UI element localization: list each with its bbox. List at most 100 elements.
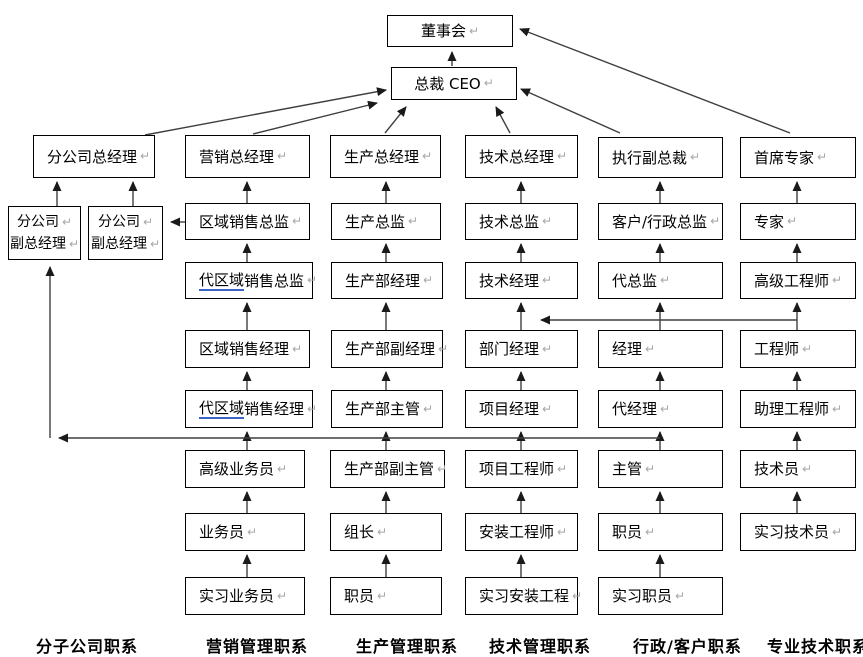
footer-professional-track: 专业技术职系↵ bbox=[767, 637, 863, 656]
return-mark-icon: ↵ bbox=[787, 214, 798, 229]
box-label: 副总经理 bbox=[9, 236, 66, 252]
box-label: 工程师 bbox=[754, 340, 800, 358]
box-installation-engineer: 安装工程师↵ bbox=[465, 513, 578, 551]
box-manager: 经理↵ bbox=[598, 330, 723, 368]
footer-production-track: 生产管理职系 bbox=[356, 637, 459, 656]
box-salesperson: 业务员↵ bbox=[185, 513, 305, 551]
return-mark-icon: ↵ bbox=[832, 273, 843, 288]
box-dept-manager: 部门经理↵ bbox=[465, 330, 578, 368]
footer-branch-track: 分子公司职系 bbox=[36, 637, 139, 656]
box-supervisor: 主管↵ bbox=[598, 450, 723, 488]
return-mark-icon: ↵ bbox=[542, 214, 553, 229]
return-mark-icon: ↵ bbox=[437, 461, 448, 476]
box-acting-manager: 代经理↵ bbox=[598, 390, 723, 428]
box-label: 分公司 bbox=[16, 213, 59, 230]
box-regional-sales-manager: 区域销售经理↵ bbox=[185, 330, 310, 368]
box-label: 主管 bbox=[612, 460, 643, 478]
arrow-production-gm-to-ceo bbox=[384, 106, 407, 134]
box-production-dept-deputy-manager: 生产部副经理↵ bbox=[331, 330, 448, 368]
box-label: 营销总经理 bbox=[199, 147, 275, 166]
box-project-manager: 项目经理↵ bbox=[465, 390, 578, 428]
return-mark-icon: ↵ bbox=[292, 214, 303, 229]
return-mark-icon: ↵ bbox=[645, 524, 656, 539]
box-acting-regional-sales-director: 代区域销售总监↵ bbox=[185, 262, 317, 299]
box-branch-vp-2: 分公司↵ 副总经理↵ bbox=[88, 206, 163, 260]
box-label: 项目经理 bbox=[479, 400, 540, 418]
return-mark-icon: ↵ bbox=[817, 150, 828, 165]
box-label: 技术总经理 bbox=[479, 147, 555, 166]
return-mark-icon: ↵ bbox=[802, 461, 813, 476]
return-mark-icon: ↵ bbox=[660, 401, 671, 416]
box-production-dept-deputy-supervisor: 生产部副主管↵ bbox=[330, 450, 448, 488]
box-label: 高级工程师 bbox=[754, 271, 830, 290]
box-intern-installation-engineer: 实习安装工程↵ bbox=[465, 577, 582, 615]
box-ceo: 总裁 CEO↵ bbox=[391, 67, 517, 100]
arrow-marketing-gm-to-ceo bbox=[252, 100, 378, 135]
return-mark-icon: ↵ bbox=[277, 588, 288, 603]
box-label: 技术经理 bbox=[479, 271, 540, 290]
return-mark-icon: ↵ bbox=[832, 524, 843, 539]
box-tech-gm: 技术总经理↵ bbox=[465, 135, 578, 178]
return-mark-icon: ↵ bbox=[468, 23, 480, 38]
box-label: 实习安装工程 bbox=[479, 587, 570, 605]
return-mark-icon: ↵ bbox=[149, 237, 161, 251]
box-label: 副总经理 bbox=[90, 236, 147, 252]
box-production-gm: 生产总经理↵ bbox=[330, 135, 441, 178]
box-production-staff: 职员↵ bbox=[330, 577, 442, 615]
box-project-engineer: 项目工程师↵ bbox=[465, 450, 578, 488]
box-label: 分公司 bbox=[97, 213, 140, 230]
box-senior-salesperson: 高级业务员↵ bbox=[185, 450, 305, 488]
box-evp: 执行副总裁↵ bbox=[598, 137, 723, 178]
return-mark-icon: ↵ bbox=[557, 524, 568, 539]
box-tech-director: 技术总监↵ bbox=[465, 203, 578, 240]
return-mark-icon: ↵ bbox=[542, 341, 553, 356]
arrow-chief-expert-to-board bbox=[519, 28, 791, 134]
box-label: 技术总监 bbox=[479, 212, 540, 231]
box-intern-salesperson: 实习业务员↵ bbox=[185, 577, 305, 615]
return-mark-icon: ↵ bbox=[557, 461, 568, 476]
box-label: 区域销售总监 bbox=[199, 212, 290, 231]
box-label: 助理工程师 bbox=[754, 400, 830, 418]
arrow-branch-gm-to-ceo bbox=[144, 87, 387, 136]
box-chief-expert: 首席专家↵ bbox=[740, 137, 856, 178]
return-mark-icon: ↵ bbox=[645, 341, 656, 356]
box-label: 销售总监 bbox=[244, 271, 305, 290]
box-label: 生产部副主管 bbox=[344, 460, 435, 478]
box-label: 职员 bbox=[612, 523, 643, 541]
box-senior-engineer: 高级工程师↵ bbox=[740, 262, 856, 299]
box-label: 专家 bbox=[754, 212, 785, 231]
return-mark-icon: ↵ bbox=[710, 214, 721, 229]
return-mark-icon: ↵ bbox=[292, 341, 303, 356]
footer-marketing-track: 营销管理职系 bbox=[206, 637, 309, 656]
box-label: 实习职员 bbox=[612, 587, 673, 605]
return-mark-icon: ↵ bbox=[277, 149, 288, 164]
box-branch-vp-1: 分公司↵ 副总经理↵ bbox=[8, 206, 81, 260]
box-clerk: 职员↵ bbox=[598, 513, 723, 551]
box-label: 销售经理 bbox=[244, 400, 305, 418]
arrow-tech-gm-to-ceo bbox=[495, 106, 511, 134]
box-label: 生产部主管 bbox=[345, 400, 421, 418]
box-label: 实习技术员 bbox=[754, 523, 830, 541]
box-label: 生产总监 bbox=[345, 212, 406, 231]
box-label: 安装工程师 bbox=[479, 523, 555, 541]
return-mark-icon: ↵ bbox=[377, 588, 388, 603]
box-label: 代经理 bbox=[612, 400, 658, 418]
box-technician: 技术员↵ bbox=[740, 450, 856, 488]
return-mark-icon: ↵ bbox=[438, 341, 449, 356]
box-label: 职员 bbox=[344, 587, 375, 605]
box-board-of-directors: 董事会↵ bbox=[387, 15, 513, 47]
return-mark-icon: ↵ bbox=[557, 149, 568, 164]
box-label: 经理 bbox=[612, 340, 643, 358]
box-label: 组长 bbox=[344, 523, 375, 541]
return-mark-icon: ↵ bbox=[802, 341, 813, 356]
box-acting-regional-sales-manager: 代区域销售经理↵ bbox=[185, 390, 317, 428]
box-production-dept-supervisor: 生产部主管↵ bbox=[331, 390, 443, 428]
box-label: 总裁 CEO bbox=[414, 74, 481, 93]
return-mark-icon: ↵ bbox=[277, 461, 288, 476]
return-mark-icon: ↵ bbox=[247, 524, 258, 539]
return-mark-icon: ↵ bbox=[423, 273, 434, 288]
box-production-director: 生产总监↵ bbox=[331, 203, 441, 240]
box-label: 生产部经理 bbox=[345, 271, 421, 290]
return-mark-icon: ↵ bbox=[645, 461, 656, 476]
